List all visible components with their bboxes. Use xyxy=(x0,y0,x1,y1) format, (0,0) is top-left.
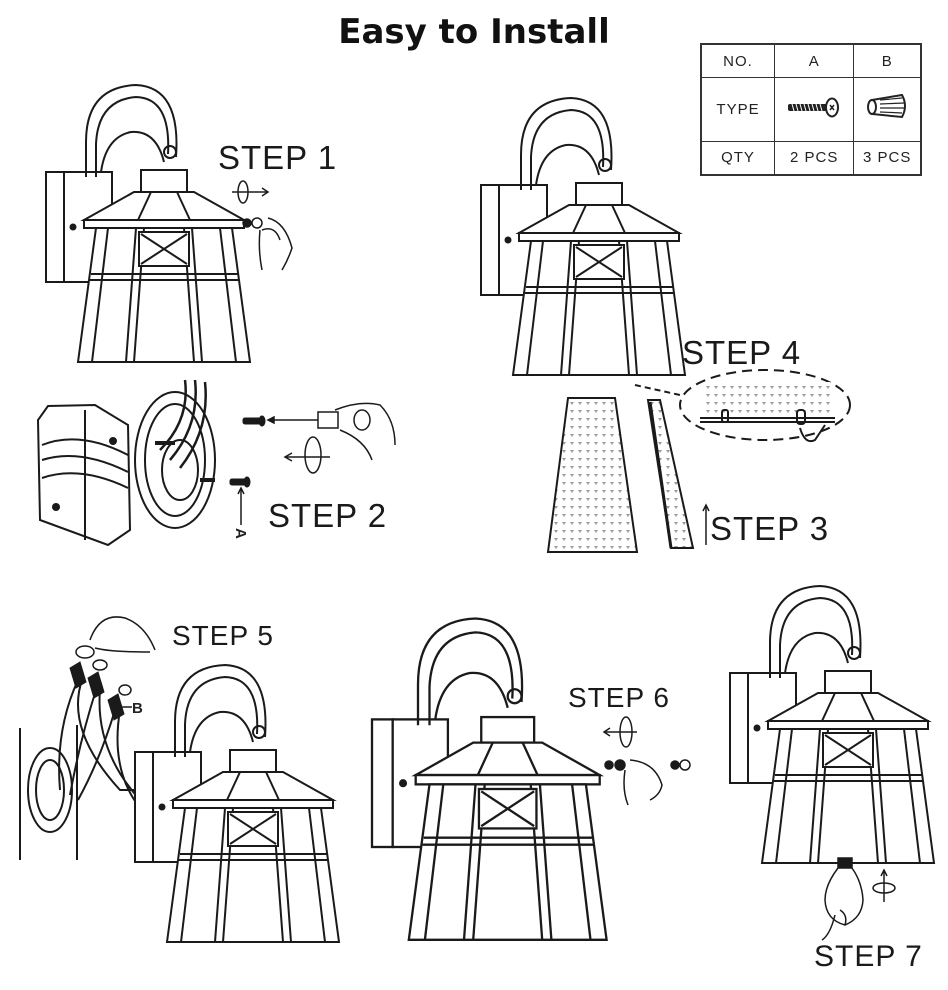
step2-mounting-plate xyxy=(134,379,216,529)
step2-screw-icon xyxy=(229,415,266,488)
step-5-label: STEP 5 xyxy=(172,620,274,651)
parts-qty-b: 3 PCS xyxy=(853,140,922,176)
wire-nut-icon xyxy=(867,94,907,119)
step-6-label: STEP 6 xyxy=(568,682,670,713)
step-4-label: STEP 4 xyxy=(682,334,802,371)
step2-part-a-arrow xyxy=(237,486,245,525)
step5-part-b-label: B xyxy=(132,700,143,717)
step3-up-arrow-icon xyxy=(702,503,710,545)
step1-rotate-arrow-icon xyxy=(232,180,270,204)
parts-type-label: TYPE xyxy=(700,77,775,142)
step5-wire-nut-icon xyxy=(69,661,125,721)
parts-qty-row: QTY 2 PCS 3 PCS xyxy=(700,140,922,176)
step5-wires xyxy=(58,679,141,809)
step6-nut-hand-icon xyxy=(604,759,691,806)
parts-header-b: B xyxy=(853,43,922,79)
screw-icon xyxy=(788,97,840,118)
page-title: Easy to Install xyxy=(338,12,610,52)
step4-detail-callout xyxy=(634,369,851,443)
step-2-label: STEP 2 xyxy=(268,497,388,534)
step6-rotate-arrow-icon xyxy=(602,716,637,748)
step-3-label: STEP 3 xyxy=(710,510,830,547)
step7-bulb-icon xyxy=(821,857,864,941)
step1-nut-hand-icon xyxy=(242,217,293,271)
parts-qty-label: QTY xyxy=(700,140,775,176)
step7-rotate-arrow-icon xyxy=(872,868,896,902)
step3-lantern xyxy=(480,97,686,376)
step5-lantern xyxy=(134,664,340,943)
parts-type-row: TYPE xyxy=(700,77,922,142)
step1-lantern xyxy=(45,84,251,363)
parts-type-a xyxy=(773,77,855,142)
step5-hand-icon xyxy=(75,616,156,696)
step3-glass-panels xyxy=(546,397,695,553)
step-1-label: STEP 1 xyxy=(218,139,338,176)
step2-junction-box xyxy=(36,403,132,547)
step-7-label: STEP 7 xyxy=(814,940,923,973)
step2-screwdriver-hand-icon xyxy=(266,402,396,461)
step6-lantern xyxy=(370,617,608,941)
parts-table: NO. A B TYPE QTY xyxy=(700,43,922,176)
step5-wall-plate xyxy=(19,725,78,860)
parts-qty-a: 2 PCS xyxy=(773,140,855,176)
step2-part-a-label: A xyxy=(232,528,249,539)
step2-rotate-arrow-icon xyxy=(283,436,330,474)
step7-lantern xyxy=(729,585,935,864)
parts-type-b xyxy=(853,77,922,142)
